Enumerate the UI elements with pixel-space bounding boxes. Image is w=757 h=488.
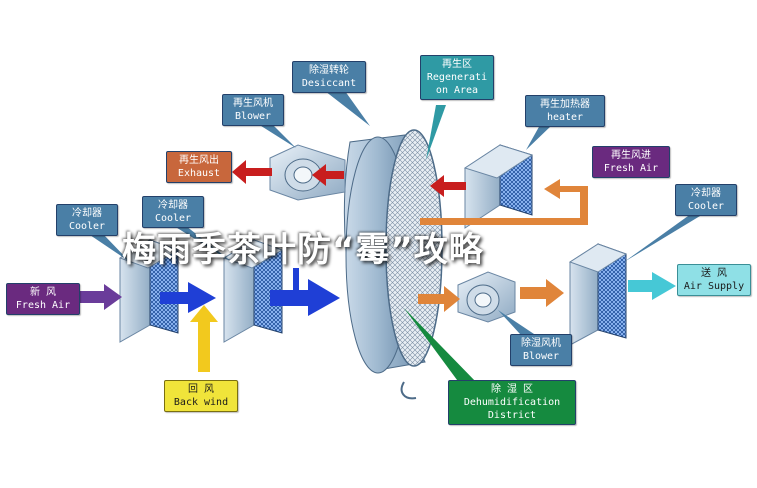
cooler-2-label: 冷却器 Cooler (142, 196, 204, 228)
new-fresh-air-label-en: Fresh Air (15, 300, 71, 311)
blue-flow-arrow-2 (270, 268, 340, 316)
blower-bottom-label: 除湿风机 Blower (510, 334, 572, 366)
desiccant-label-cn: 除湿转轮 (309, 65, 349, 76)
cooler-2-label-en: Cooler (154, 213, 192, 224)
blue-flow-arrow-1 (160, 282, 216, 313)
blower-to-wheel-red-arrow (312, 164, 344, 186)
cooler-1-label-cn: 冷却器 (72, 208, 102, 219)
blower-top-label: 再生风机 Blower (222, 94, 284, 126)
blower-top-label-en: Blower (234, 111, 272, 122)
air-supply-label: 送 风 Air Supply (677, 264, 751, 296)
cooler-unit-1 (118, 239, 180, 343)
new-fresh-air-label-cn: 新 风 (29, 287, 57, 298)
fresh-air-in-label-en: Fresh Air (603, 163, 659, 174)
exhaust-label-en: Exhaust (177, 168, 221, 179)
exhaust-label-cn: 再生风出 (179, 155, 219, 166)
fresh-air-in-label-cn: 再生风进 (611, 150, 651, 161)
fresh-air-in-label: 再生风进 Fresh Air (592, 146, 670, 178)
heater-unit (463, 144, 534, 229)
orange-arrow-to-cooler (520, 279, 564, 307)
dehumidify-blower-fan (457, 271, 516, 323)
new-fresh-air-label: 新 风 Fresh Air (6, 283, 80, 315)
exhaust-label: 再生风出 Exhaust (166, 151, 232, 183)
desiccant-label-en: Desiccant (301, 78, 357, 89)
air-supply-label-cn: 送 风 (700, 268, 728, 279)
back-wind-label-cn: 回 风 (187, 384, 215, 395)
overlay-title: 梅雨季茶叶防“霉”攻略 (122, 230, 484, 270)
dehumid-district-label-en1: Dehumidification (463, 397, 561, 408)
heater-to-wheel-red-arrow (430, 175, 466, 197)
heater-label-en: heater (546, 112, 584, 123)
regeneration-area-label: 再生区 Regenerati on Area (420, 55, 494, 100)
cooler-1-label-en: Cooler (68, 221, 106, 232)
cooler-unit-3 (568, 243, 628, 346)
air-supply-cyan-arrow (628, 272, 676, 300)
regeneration-blower-fan (269, 144, 346, 201)
heater-label: 再生加热器 heater (525, 95, 605, 127)
regeneration-area-label-cn: 再生区 (442, 59, 472, 70)
exhaust-red-arrow (232, 160, 272, 184)
heater-label-cn: 再生加热器 (540, 99, 590, 110)
back-wind-label: 回 风 Back wind (164, 380, 238, 412)
air-supply-label-en: Air Supply (683, 281, 745, 292)
desiccant-label: 除湿转轮 Desiccant (292, 61, 366, 93)
cooler-unit-2 (222, 239, 284, 343)
cooler-1-label: 冷却器 Cooler (56, 204, 118, 236)
orange-arrow-to-blower (418, 286, 460, 312)
regeneration-area-label-en1: Regenerati (426, 72, 488, 83)
desiccant-wheel (343, 129, 443, 400)
regen-orange-loop-arrow (420, 179, 588, 225)
label-pointers (90, 91, 700, 384)
blower-bottom-label-cn: 除湿风机 (521, 338, 561, 349)
fresh-air-arrow (80, 284, 122, 310)
cooler-2-label-cn: 冷却器 (158, 200, 188, 211)
dehumid-district-label-en2: District (487, 410, 537, 421)
dehumid-district-label-cn: 除 湿 区 (490, 384, 534, 395)
blower-bottom-label-en: Blower (522, 351, 560, 362)
regeneration-area-label-en2: on Area (435, 85, 479, 96)
blower-top-label-cn: 再生风机 (233, 98, 273, 109)
cooler-3-label-cn: 冷却器 (691, 188, 721, 199)
dehumidification-district-label: 除 湿 区 Dehumidification District (448, 380, 576, 425)
back-wind-label-en: Back wind (173, 397, 229, 408)
cooler-3-label: 冷却器 Cooler (675, 184, 737, 216)
back-wind-arrow (190, 305, 218, 372)
cooler-3-label-en: Cooler (687, 201, 725, 212)
